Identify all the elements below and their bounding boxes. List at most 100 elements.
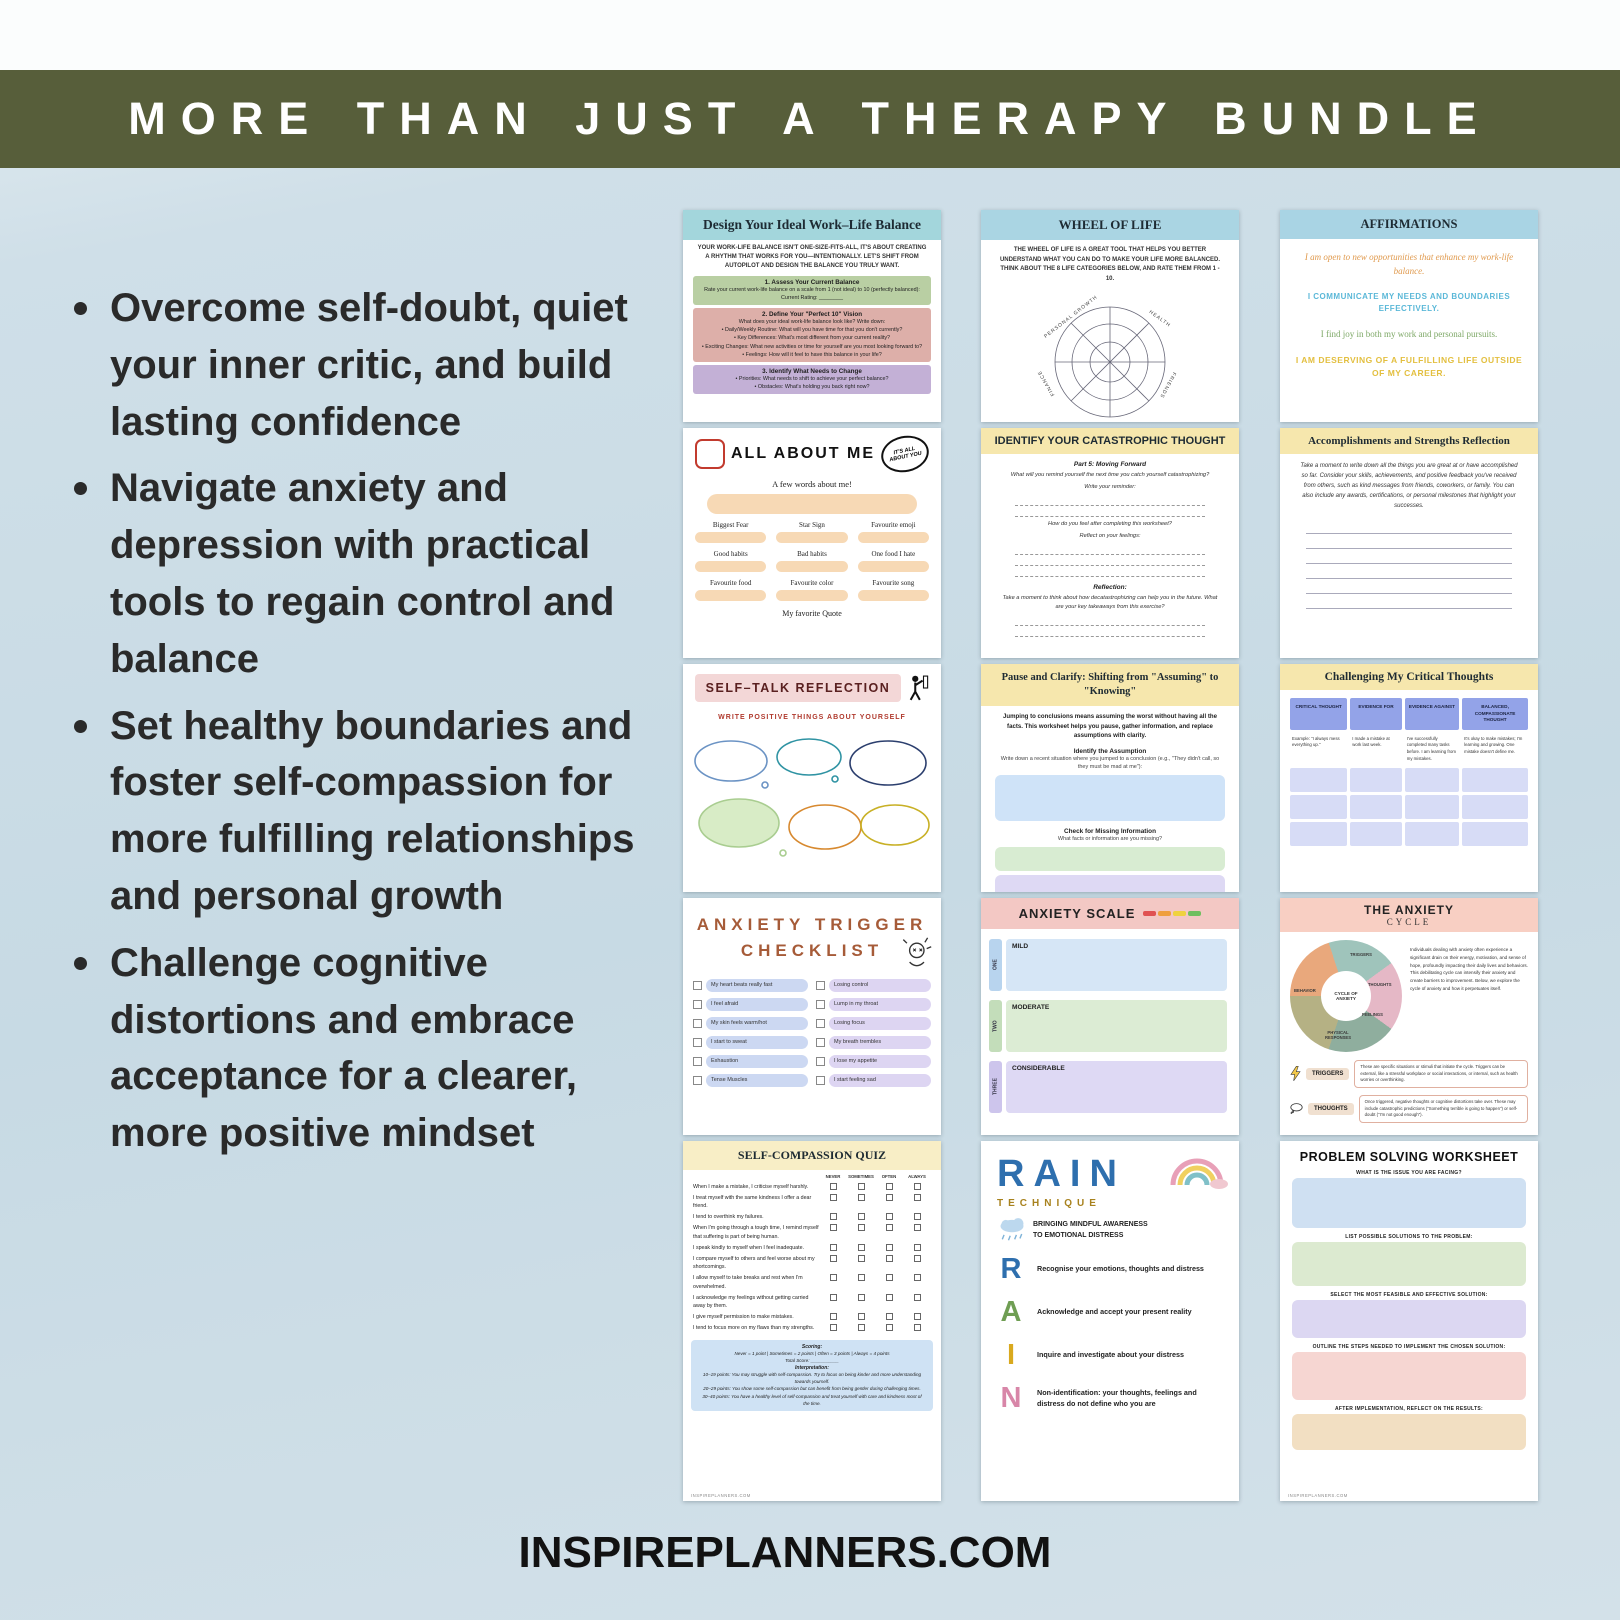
section-title: 1. Assess Your Current Balance — [764, 279, 860, 286]
reflection-title: Reflection: — [1093, 584, 1127, 592]
checklist-right-column: Losing control Lump in my throat Losing … — [816, 978, 931, 1087]
worksheet-title: ANXIETY TRIGGER CHECKLIST — [683, 912, 941, 965]
writing-line — [1306, 594, 1512, 610]
quiz-checkbox — [857, 1182, 865, 1190]
problem-solving-section: AFTER IMPLEMENTATION, REFLECT ON THE RES… — [1292, 1406, 1526, 1450]
worksheet-anxiety-scale: ANXIETY SCALE ONE MILD TWO — [981, 898, 1239, 1135]
quiz-checkbox — [913, 1313, 921, 1321]
field-label: Bad habits — [797, 550, 827, 558]
cycle-label-feelings: FEELINGS — [1362, 1012, 1383, 1017]
table-empty-cell — [1404, 822, 1460, 847]
table-example-cell: It's okay to make mistakes; I'm learning… — [1464, 735, 1523, 755]
subtitle: A few words about me! — [772, 479, 852, 489]
person-writing-icon — [909, 675, 929, 701]
field-input — [776, 590, 848, 601]
quiz-checkbox — [829, 1293, 837, 1301]
worksheet-catastrophic-thought: IDENTIFY YOUR CATASTROPHIC THOUGHT Part … — [981, 428, 1239, 658]
quiz-column-headers: NEVER SOMETIMES OFTEN ALWAYS — [683, 1170, 941, 1181]
anxiety-levels: ONE MILD TWO MODERATE THREE CONSIDERABLE — [981, 929, 1239, 1113]
wheel-of-life-chart — [1054, 306, 1166, 418]
quiz-scoring: Scoring: Never = 1 point | Sometimes = 2… — [691, 1340, 933, 1412]
worksheet-title: ALL ABOUT ME — [731, 445, 875, 462]
quiz-checkbox — [913, 1254, 921, 1262]
cycle-label-physical-responses: PHYSICAL RESPONSES — [1324, 1030, 1352, 1041]
section-what-needs-to-change: 3. Identify What Needs to Change • Prior… — [693, 364, 931, 394]
quiz-checkbox — [885, 1213, 893, 1221]
field-input — [776, 561, 848, 572]
worksheet-anxiety-trigger-checklist: ANXIETY TRIGGER CHECKLIST My heart beats… — [683, 898, 941, 1135]
banner: MORE THAN JUST A THERAPY BUNDLE — [0, 70, 1620, 168]
answer-box-green — [995, 847, 1225, 872]
quiz-statement: I acknowledge my feelings without gettin… — [693, 1294, 809, 1309]
quiz-checkbox — [913, 1224, 921, 1232]
quiz-checkbox — [885, 1224, 893, 1232]
table-example-cell: Example: "I always mess everything up." — [1292, 735, 1340, 748]
affirmation: I am open to new opportunities that enha… — [1304, 252, 1514, 276]
quiz-checkbox — [857, 1224, 865, 1232]
answer-line — [1015, 506, 1205, 518]
cycle-detail-row: THOUGHTS Once triggered, negative though… — [1290, 1094, 1528, 1123]
question: What will you remind yourself the next t… — [1010, 472, 1210, 478]
quiz-checkbox — [885, 1324, 893, 1332]
detail-text: These are specific situations or stimuli… — [1354, 1060, 1528, 1088]
anxiety-level-row: ONE MILD — [989, 939, 1227, 991]
table-empty-cell — [1462, 822, 1528, 847]
section-line: Current Rating: ________ — [780, 295, 844, 302]
table-empty-cell — [1462, 795, 1528, 820]
writing-line — [1306, 564, 1512, 580]
photo-frame — [695, 439, 725, 469]
quiz-checkbox — [885, 1274, 893, 1282]
question-sub: Write your reminder: — [1084, 483, 1136, 490]
quiz-statement: I allow myself to take breaks and rest w… — [693, 1275, 803, 1290]
answer-lines — [1015, 495, 1205, 518]
worksheet-intro: Take a moment to write down all the thin… — [1300, 463, 1518, 509]
problem-solving-section: OUTLINE THE STEPS NEEDED TO IMPLEMENT TH… — [1292, 1344, 1526, 1400]
words-about-me-field — [707, 494, 917, 514]
section-line: What does your ideal work-life balance l… — [738, 319, 886, 326]
worksheet-pause-and-clarify: Pause and Clarify: Shifting from "Assumi… — [981, 664, 1239, 892]
title-line-2: CHECKLIST — [740, 941, 884, 961]
section-title: 3. Identify What Needs to Change — [762, 367, 862, 375]
field-label: Favourite color — [790, 579, 834, 587]
quiz-checkbox — [885, 1313, 893, 1321]
quiz-row: When I make a mistake, I criticise mysel… — [683, 1181, 941, 1192]
worksheet-intro: THE WHEEL OF LIFE IS A GREAT TOOL THAT H… — [999, 247, 1221, 282]
worksheet-title-line-1: THE ANXIETY — [1364, 903, 1454, 917]
rain-steps: R Recognise your emotions, thoughts and … — [997, 1253, 1223, 1415]
checklist-item-label: My heart beats really fast — [706, 978, 808, 992]
worksheet-accomplishments-reflection: Accomplishments and Strengths Reflection… — [1280, 428, 1538, 658]
worksheet-title: SELF-COMPASSION QUIZ — [683, 1141, 941, 1170]
checklist-item-label: Lump in my throat — [829, 997, 931, 1011]
checklist-item: I feel afraid — [693, 997, 808, 1011]
checklist-item: Losing focus — [816, 1016, 931, 1030]
quiz-checkbox — [857, 1313, 865, 1321]
field-input — [695, 561, 767, 572]
about-me-field: Favourite emoji — [857, 521, 929, 543]
scoring-title: Scoring: — [801, 1344, 823, 1351]
scale-segment-red — [1143, 911, 1157, 916]
section-body: Write down a recent situation where you … — [1000, 755, 1220, 770]
website-footer: INSPIREPLANNERS.COM — [518, 1528, 1052, 1577]
thought-bubbles — [694, 738, 930, 857]
interpretation-line: 30–40 points: You have a healthy level o… — [702, 1393, 922, 1407]
quiz-statement: I speak kindly to myself when I feel ina… — [693, 1244, 805, 1251]
quiz-checkbox — [913, 1293, 921, 1301]
quote-label: My favorite Quote — [782, 609, 842, 618]
section-label: LIST POSSIBLE SOLUTIONS TO THE PROBLEM: — [1345, 1234, 1473, 1240]
checkbox — [693, 1037, 702, 1047]
about-me-field: Bad habits — [776, 550, 848, 572]
quiz-row: When I'm going through a tough time, I r… — [683, 1223, 941, 1242]
answer-line — [1015, 495, 1205, 507]
rainbow-icon — [1170, 1158, 1228, 1189]
quiz-statement: I give myself permission to make mistake… — [693, 1314, 794, 1321]
about-me-field: One food I hate — [857, 550, 929, 572]
checklist-item: Lump in my throat — [816, 997, 931, 1011]
quiz-checkbox — [913, 1243, 921, 1251]
benefit-item: Challenge cognitive distortions and embr… — [66, 935, 666, 1162]
worksheet-worklife-balance: Design Your Ideal Work–Life Balance YOUR… — [683, 210, 941, 422]
table-example-cell: I made a mistake at work last week. — [1352, 735, 1390, 748]
quiz-rows: When I make a mistake, I criticise mysel… — [683, 1181, 941, 1334]
step-text: Recognise your emotions, thoughts and di… — [1037, 1264, 1204, 1274]
banner-title: MORE THAN JUST A THERAPY BUNDLE — [128, 93, 1492, 144]
checkbox — [693, 999, 702, 1009]
